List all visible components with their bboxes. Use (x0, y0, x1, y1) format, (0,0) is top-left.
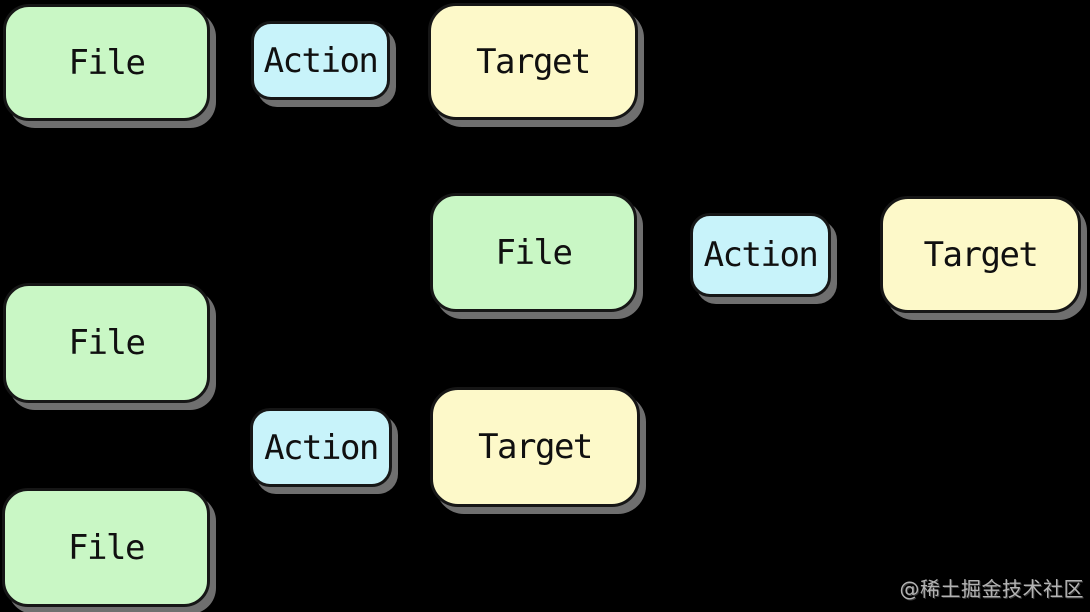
node-action-top: Action (251, 21, 390, 100)
node-label: Action (263, 40, 379, 81)
node-target-bottom: Target (430, 387, 640, 507)
juejin-watermark: @稀土掘金技术社区 (899, 577, 1084, 601)
node-label: File (68, 42, 146, 83)
node-action-middle: Action (690, 213, 831, 297)
node-label: Target (478, 427, 593, 467)
node-target-right: Target (880, 196, 1081, 313)
node-file-middle-left: File (3, 283, 210, 403)
node-label: File (68, 323, 146, 363)
node-label: File (495, 232, 573, 273)
node-label: Target (476, 41, 591, 82)
node-target-top: Target (428, 3, 638, 120)
node-file-middle: File (430, 193, 637, 312)
node-action-bottom: Action (250, 408, 392, 487)
node-file-bottom-left: File (2, 488, 210, 607)
node-label: File (68, 527, 145, 568)
node-label: Action (703, 235, 819, 275)
node-label: Target (923, 234, 1039, 275)
node-label: Action (264, 427, 379, 468)
node-file-top-left: File (3, 4, 210, 121)
